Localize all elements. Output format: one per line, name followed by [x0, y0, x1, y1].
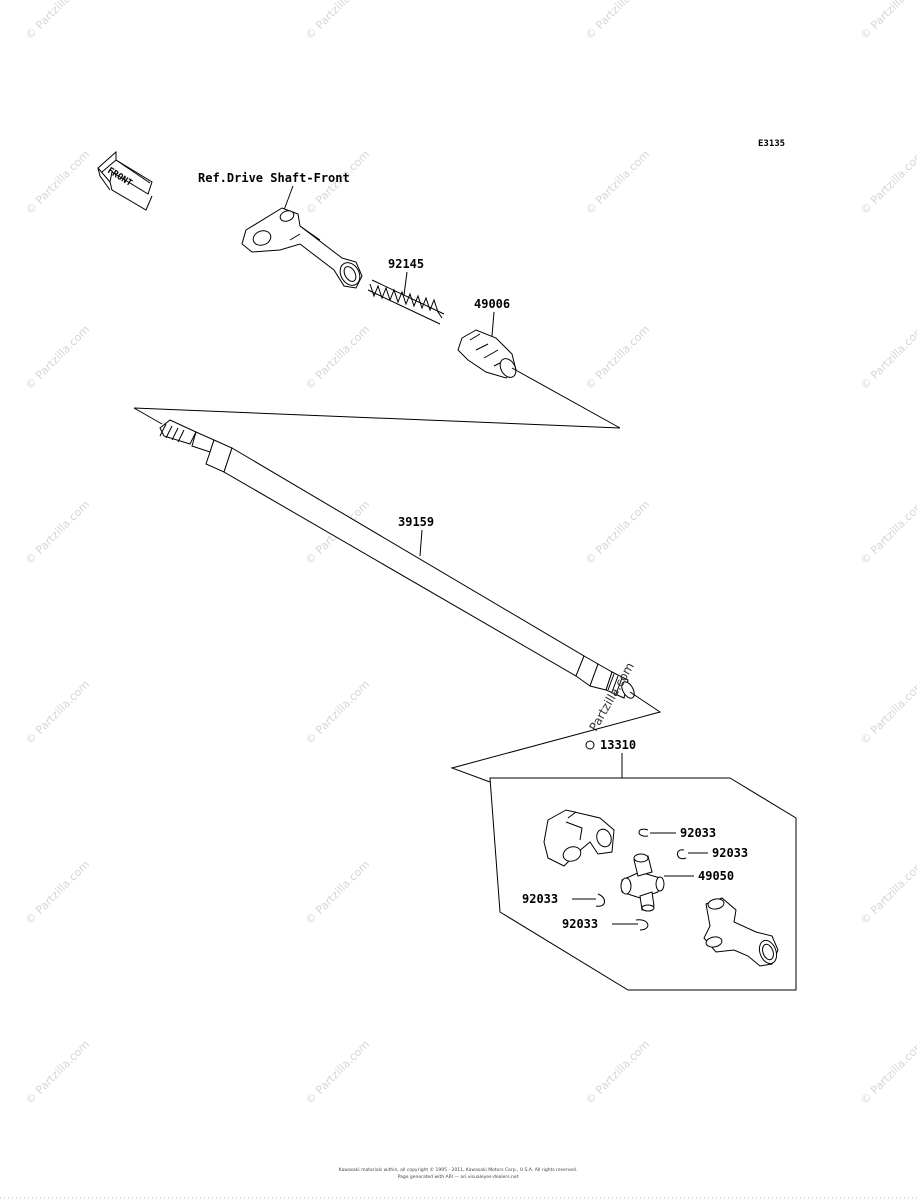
watermark-grid: © Partzilla.com © Partzilla.com © Partzi…: [23, 0, 917, 1107]
yoke-right-part: [703, 897, 779, 967]
part-label-49050: 49050: [698, 869, 734, 883]
watermark-text: © Partzilla.com: [583, 148, 652, 217]
diagram-code: E3135: [758, 139, 785, 149]
watermark-text: © Partzilla.com: [858, 498, 917, 567]
watermark-text: © Partzilla.com: [303, 678, 372, 747]
shaft-part: [159, 419, 635, 699]
cross-joint-part: [620, 853, 665, 912]
leader-49006: [491, 311, 495, 337]
assembly-marker-icon: [585, 740, 595, 750]
assembly-box: [489, 777, 797, 991]
connector-line: [450, 691, 662, 783]
circlip-icon: [635, 919, 649, 931]
watermark-text: © Partzilla.com: [303, 0, 372, 42]
part-label-13310: 13310: [600, 738, 636, 752]
boot-part: [457, 329, 517, 379]
front-yoke-reference-part: [241, 207, 363, 289]
leader-92145: [403, 271, 408, 296]
connector-line: [133, 367, 621, 429]
watermark-text: © Partzilla.com: [23, 323, 92, 392]
watermark-text: © Partzilla.com: [23, 1038, 92, 1107]
watermark-text: © Partzilla.com: [858, 1038, 917, 1107]
watermark-text: © Partzilla.com: [23, 148, 92, 217]
spring-part: [367, 279, 445, 325]
watermark-text: © Partzilla.com: [858, 323, 917, 392]
reference-label: Ref.Drive Shaft-Front: [198, 171, 350, 185]
footer-copyright-line-2: Page generated with ARI — ari.visualeyes…: [398, 1174, 519, 1180]
watermark-text: © Partzilla.com: [858, 678, 917, 747]
watermark-text: © Partzilla.com: [23, 0, 92, 42]
watermark-text: © Partzilla.com: [858, 858, 917, 927]
part-label-92033-c: 92033: [522, 892, 558, 906]
leader-39159: [419, 529, 423, 557]
yoke-left-part: [543, 809, 615, 867]
watermark-text: © Partzilla.com: [303, 858, 372, 927]
watermark-text: © Partzilla.com: [583, 498, 652, 567]
circlip-icon: [638, 828, 649, 837]
part-label-92033-d: 92033: [562, 917, 598, 931]
watermark-text: © Partzilla.com: [583, 0, 652, 42]
part-label-92145: 92145: [388, 257, 424, 271]
part-label-49006: 49006: [474, 297, 510, 311]
part-label-39159: 39159: [398, 515, 434, 529]
watermark-text: © Partzilla.com: [23, 678, 92, 747]
watermark-text: © Partzilla.com: [583, 1038, 652, 1107]
part-label-92033-b: 92033: [712, 846, 748, 860]
circlip-icon: [595, 893, 605, 907]
watermark-text: © Partzilla.com: [583, 323, 652, 392]
watermark-text: © Partzilla.com: [303, 323, 372, 392]
circlip-icon: [677, 849, 687, 860]
part-label-92033-a: 92033: [680, 826, 716, 840]
watermark-text: © Partzilla.com: [303, 1038, 372, 1107]
watermark-text: © Partzilla.com: [23, 498, 92, 567]
front-arrow-icon: FRONT: [97, 150, 153, 211]
reference-leader: [283, 185, 294, 211]
footer-copyright-line-1: Kawasaki materials within, all copyright…: [339, 1166, 578, 1173]
watermark-text: © Partzilla.com: [858, 0, 917, 42]
watermark-text: © Partzilla.com: [858, 148, 917, 217]
watermark-text: © Partzilla.com: [23, 858, 92, 927]
